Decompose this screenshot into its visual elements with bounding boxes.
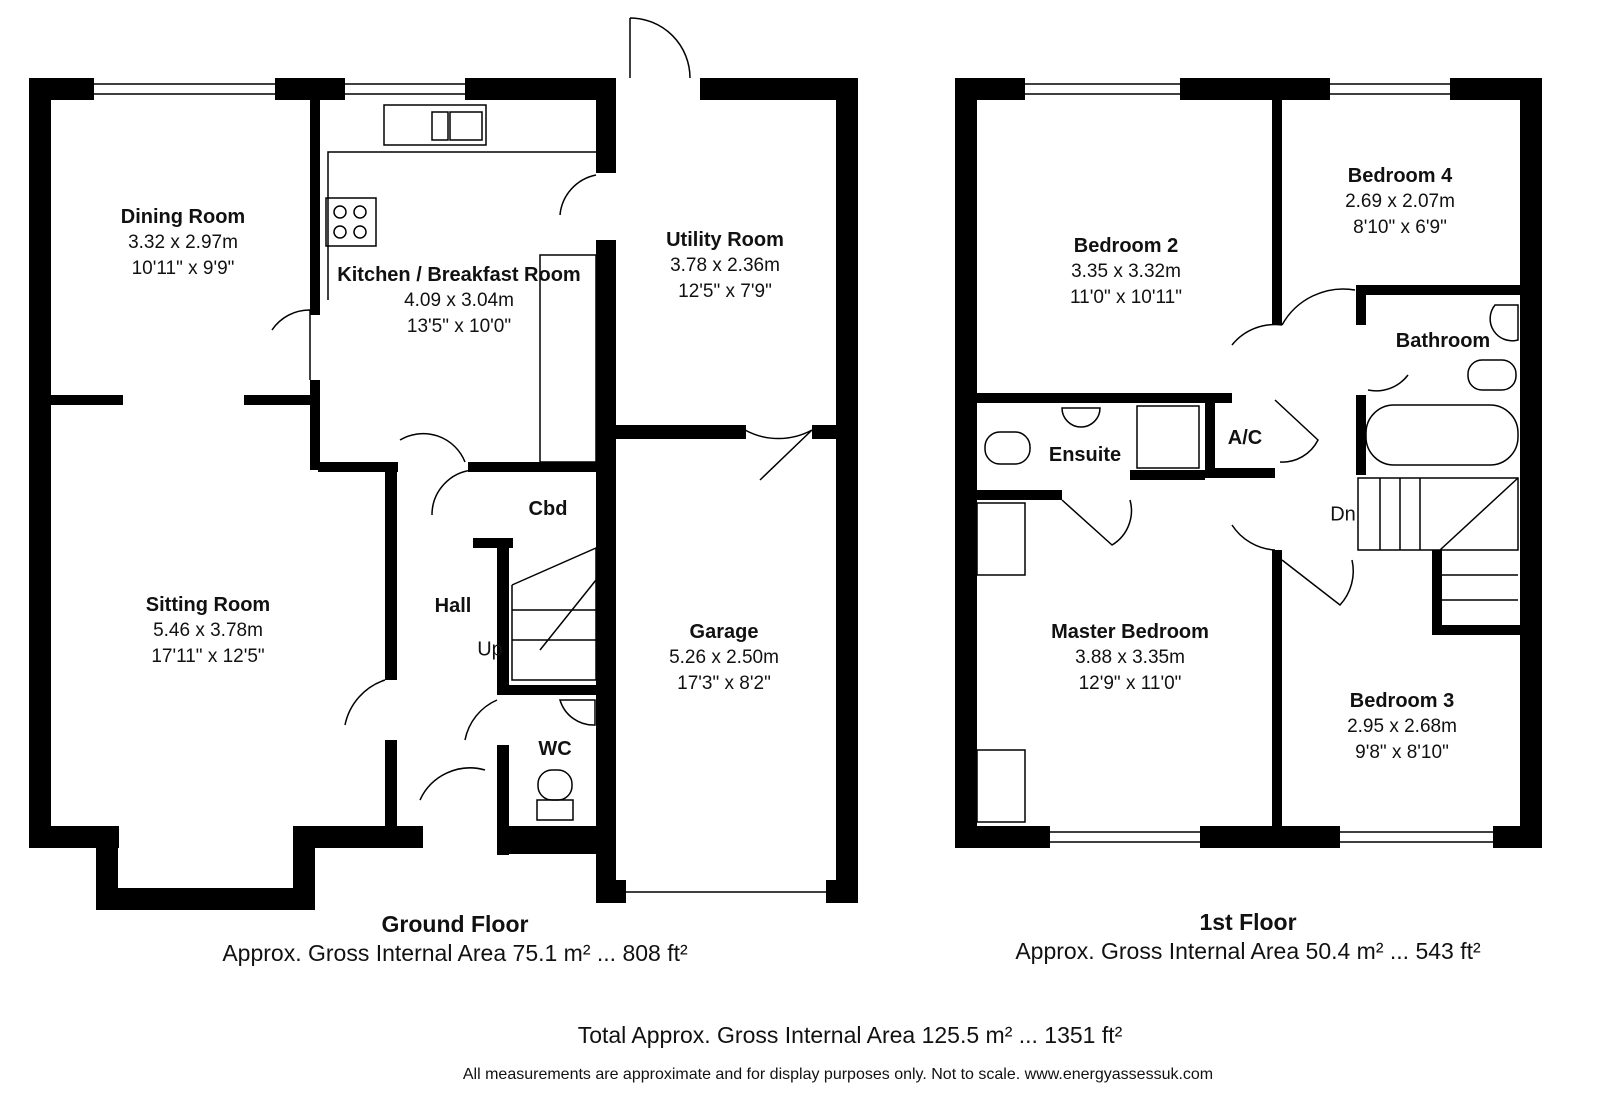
first-floor-area: Approx. Gross Internal Area 50.4 m² ... … [1015,938,1481,964]
room-dim-metric: 3.32 x 2.97m [128,232,238,253]
room-dim-imperial: 12'9" x 11'0" [1078,673,1182,694]
room-name: Bedroom 4 [1347,165,1453,187]
fixtures-and-doors [94,17,1537,905]
room-name: Garage [689,621,759,643]
room-dim-metric: 3.78 x 2.36m [670,255,780,276]
stairs-up-label: Up [477,638,503,661]
room-label-utility: Utility Room 3.78 x 2.36m 12'5" x 7'9" [666,227,784,305]
room-label-wc: WC [538,738,572,760]
room-label-ensuite: Ensuite [1048,444,1122,466]
room-label-garage: Garage 5.26 x 2.50m 17'3" x 8'2" [669,619,779,697]
room-name: Bedroom 2 [1073,235,1179,257]
room-dim-imperial: 17'3" x 8'2" [677,673,771,694]
room-dim-imperial: 11'0" x 10'11" [1070,287,1182,308]
room-label-kitchen: Kitchen / Breakfast Room 4.09 x 3.04m 13… [337,262,580,340]
room-dim-metric: 2.95 x 2.68m [1347,716,1457,737]
room-dim-metric: 3.35 x 3.32m [1071,261,1181,282]
room-label-bathroom: Bathroom [1395,330,1491,352]
ground-floor-area: Approx. Gross Internal Area 75.1 m² ... … [222,940,688,966]
room-dim-imperial: 10'11" x 9'9" [131,258,235,279]
room-dim-metric: 5.46 x 3.78m [153,620,263,641]
ground-floor-walls [29,78,858,910]
room-dim-metric: 4.09 x 3.04m [404,290,514,311]
room-label-master: Master Bedroom 3.88 x 3.35m 12'9" x 11'0… [1051,619,1209,697]
room-dim-metric: 3.88 x 3.35m [1075,647,1185,668]
room-name: Sitting Room [145,594,271,616]
first-floor-title: 1st Floor [1199,909,1297,935]
room-name: Bedroom 3 [1349,690,1455,712]
room-name: Master Bedroom [1051,621,1209,643]
room-dim-metric: 5.26 x 2.50m [669,647,779,668]
room-label-sitting: Sitting Room 5.46 x 3.78m 17'11" x 12'5" [146,592,270,670]
room-label-bedroom2: Bedroom 2 3.35 x 3.32m 11'0" x 10'11" [1070,233,1182,311]
room-name: Dining Room [120,206,246,228]
first-floor-walls [955,78,1542,848]
room-dim-imperial: 9'8" x 8'10" [1355,742,1449,763]
disclaimer: All measurements are approximate and for… [462,1066,1214,1083]
stairs-down-label: Dn [1330,503,1356,526]
room-dim-imperial: 17'11" x 12'5" [151,646,265,667]
room-label-dining: Dining Room 3.32 x 2.97m 10'11" x 9'9" [121,204,245,282]
total-area: Total Approx. Gross Internal Area 125.5 … [577,1022,1123,1048]
room-name: Kitchen / Breakfast Room [337,264,581,286]
room-dim-imperial: 12'5" x 7'9" [678,281,772,302]
room-label-bedroom3: Bedroom 3 2.95 x 2.68m 9'8" x 8'10" [1347,688,1457,766]
ground-floor-title: Ground Floor [381,911,529,937]
room-label-cbd: Cbd [528,498,568,520]
room-name: Utility Room [666,229,784,251]
room-label-ac: A/C [1227,427,1263,449]
room-label-hall: Hall [434,595,472,617]
room-dim-imperial: 13'5" x 10'0" [406,316,512,337]
room-dim-metric: 2.69 x 2.07m [1345,191,1455,212]
room-label-bedroom4: Bedroom 4 2.69 x 2.07m 8'10" x 6'9" [1345,163,1455,241]
room-dim-imperial: 8'10" x 6'9" [1353,217,1447,238]
